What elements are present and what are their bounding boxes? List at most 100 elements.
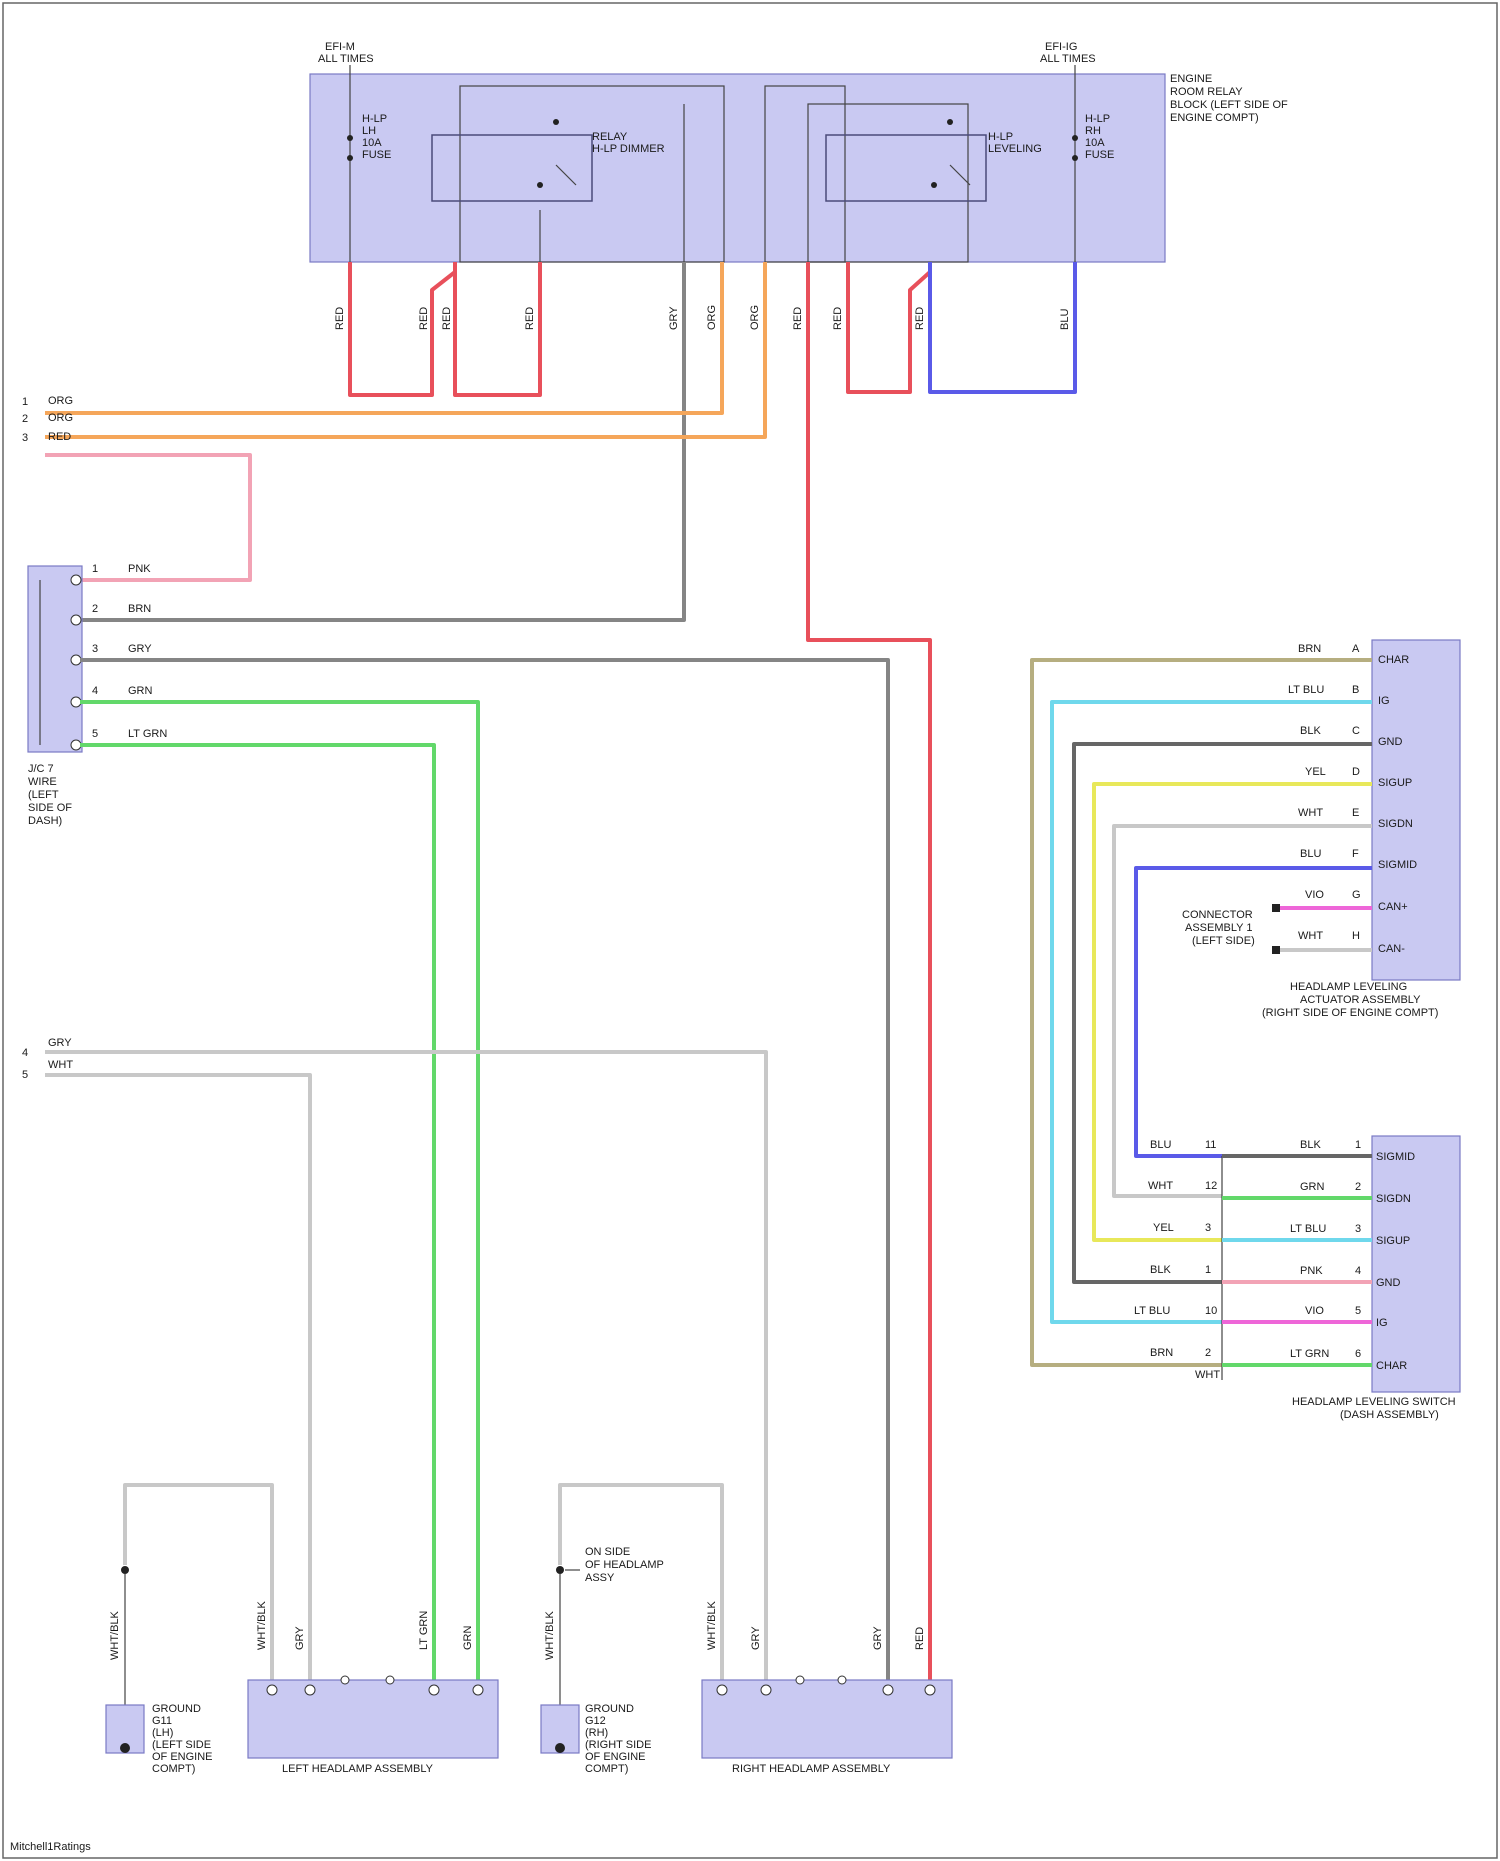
left-headlamp-pin-1 <box>267 1685 277 1695</box>
left-headlamp-pin-5 <box>429 1685 439 1695</box>
switch-left-pin-1: 11 <box>1205 1139 1216 1151</box>
actuator-row-pin-5: E <box>1352 807 1359 819</box>
switch-left-pin-3: 3 <box>1205 1222 1211 1234</box>
switch-right-pin-4: 4 <box>1355 1265 1361 1277</box>
right-headlamp-pin-6 <box>925 1685 935 1695</box>
junction-row-color-3: GRY <box>128 643 152 655</box>
switch-right-color-3: LT BLU <box>1290 1223 1326 1235</box>
fuse-left-label-1: H-LP <box>362 113 387 125</box>
left-ground-label-5: OF ENGINE <box>152 1751 213 1763</box>
right-headlamp-wire-3: GRY <box>872 1626 884 1650</box>
left-ground-label-3: (LH) <box>152 1727 173 1739</box>
fuse-right-label-4: FUSE <box>1085 149 1114 161</box>
wire-label-top-10: RED <box>914 307 926 330</box>
right-ground-splice <box>556 1566 564 1574</box>
lower-input-color-4: GRY <box>48 1037 72 1049</box>
right-headlamp-title: RIGHT HEADLAMP ASSEMBLY <box>732 1763 891 1775</box>
switch-right-color-2: GRN <box>1300 1181 1325 1193</box>
left-headlamp-wire-3: LT GRN <box>418 1611 430 1650</box>
actuator-row-color-1: BRN <box>1298 643 1321 655</box>
switch-label-1: HEADLAMP LEVELING SWITCH <box>1292 1396 1456 1408</box>
actuator-row-color-8: WHT <box>1298 930 1323 942</box>
right-headlamp-pin-4 <box>838 1676 846 1684</box>
switch-right-color-6: LT GRN <box>1290 1348 1329 1360</box>
junction-label-5: DASH) <box>28 815 62 827</box>
actuator-row-pin-2: B <box>1352 684 1359 696</box>
relay-left-contact-2 <box>537 182 543 188</box>
relay-left-contact <box>553 119 559 125</box>
left-headlamp-connector <box>248 1680 498 1758</box>
junction-pin-1 <box>71 575 81 585</box>
actuator-row-pin-3: C <box>1352 725 1360 737</box>
switch-left-color-5: LT BLU <box>1134 1305 1170 1317</box>
junction-pin-2 <box>71 615 81 625</box>
junction-row-pin-2: 2 <box>92 603 98 615</box>
actuator-row-name-7: CAN+ <box>1378 901 1408 913</box>
fuse-right-label-3: 10A <box>1085 137 1105 149</box>
fuse-right-dot-bottom <box>1072 155 1078 161</box>
junction-row-pin-5: 5 <box>92 728 98 740</box>
fuse-right-top-label: EFI-IG <box>1045 41 1077 53</box>
wire-green <box>80 702 478 1690</box>
junction-label-3: (LEFT <box>28 789 59 801</box>
right-headlamp-connector <box>702 1680 952 1758</box>
wire-label-top-5: GRY <box>668 306 680 330</box>
switch-left-pin-2: 12 <box>1205 1180 1217 1192</box>
switch-right-color-4: PNK <box>1300 1265 1323 1277</box>
junction-row-color-2: BRN <box>128 603 151 615</box>
switch-right-name-6: CHAR <box>1376 1360 1407 1372</box>
actuator-row-name-8: CAN- <box>1378 943 1405 955</box>
right-headlamp-pin-3 <box>796 1676 804 1684</box>
right-ground-label-5: OF ENGINE <box>585 1751 646 1763</box>
actuator-row-pin-1: A <box>1352 643 1360 655</box>
right-splice-note-2: OF HEADLAMP <box>585 1559 664 1571</box>
junction-pin-3 <box>71 655 81 665</box>
relay-right-contact-2 <box>931 182 937 188</box>
junction-row-color-1: PNK <box>128 563 151 575</box>
wire-label-top-1: RED <box>334 307 346 330</box>
fuse-left-top-label: EFI-M <box>325 41 355 53</box>
fuse-left-label-3: 10A <box>362 137 382 149</box>
wire-gray-top <box>80 262 684 620</box>
fuse-left-label-2: LH <box>362 125 376 137</box>
switch-right-pin-3: 3 <box>1355 1223 1361 1235</box>
switch-right-pin-6: 6 <box>1355 1348 1361 1360</box>
actuator-row-pin-7: G <box>1352 889 1361 901</box>
left-ground-splice <box>121 1566 129 1574</box>
junction-label-4: SIDE OF <box>28 802 72 814</box>
wire-label-top-7: ORG <box>749 305 761 330</box>
actuator-row-pin-8: H <box>1352 930 1360 942</box>
fuse-right-dot-top <box>1072 135 1078 141</box>
switch-left-color-3: YEL <box>1153 1222 1174 1234</box>
right-ground-label-1: GROUND <box>585 1703 634 1715</box>
switch-right-pin-1: 1 <box>1355 1139 1361 1151</box>
switch-left-color-2: WHT <box>1148 1180 1173 1192</box>
fuse-left-label-4: FUSE <box>362 149 391 161</box>
switch-right-name-4: GND <box>1376 1277 1401 1289</box>
actuator-row-color-4: YEL <box>1305 766 1326 778</box>
switch-left-color-6: BRN <box>1150 1347 1173 1359</box>
left-input-pin-2: 2 <box>22 413 28 425</box>
junction-row-pin-4: 4 <box>92 685 98 697</box>
actuator-label-3: (RIGHT SIDE OF ENGINE COMPT) <box>1262 1007 1438 1019</box>
actuator-connector-note-3: (LEFT SIDE) <box>1192 935 1255 947</box>
left-ground-label-1: GROUND <box>152 1703 201 1715</box>
right-splice-note-1: ON SIDE <box>585 1546 630 1558</box>
engine-room-relay-block <box>310 74 1165 262</box>
wire-label-top-11: BLU <box>1059 309 1071 330</box>
left-headlamp-pin-3 <box>341 1676 349 1684</box>
left-input-pin-1: 1 <box>22 396 28 408</box>
right-splice-note-3: ASSY <box>585 1572 615 1584</box>
switch-connector <box>1372 1136 1460 1392</box>
can-plus-terminal <box>1272 904 1280 912</box>
relay-left-label-2: H-LP DIMMER <box>592 143 665 155</box>
left-ground-label-2: G11 <box>152 1715 172 1727</box>
actuator-row-name-2: IG <box>1378 695 1390 707</box>
right-headlamp-wire-2: GRY <box>750 1626 762 1650</box>
junction-pin-4 <box>71 697 81 707</box>
junction-row-pin-3: 3 <box>92 643 98 655</box>
actuator-connector-note-1: CONNECTOR <box>1182 909 1253 921</box>
footer-credit: Mitchell1Ratings <box>10 1841 91 1853</box>
diagram-frame <box>3 3 1497 1858</box>
